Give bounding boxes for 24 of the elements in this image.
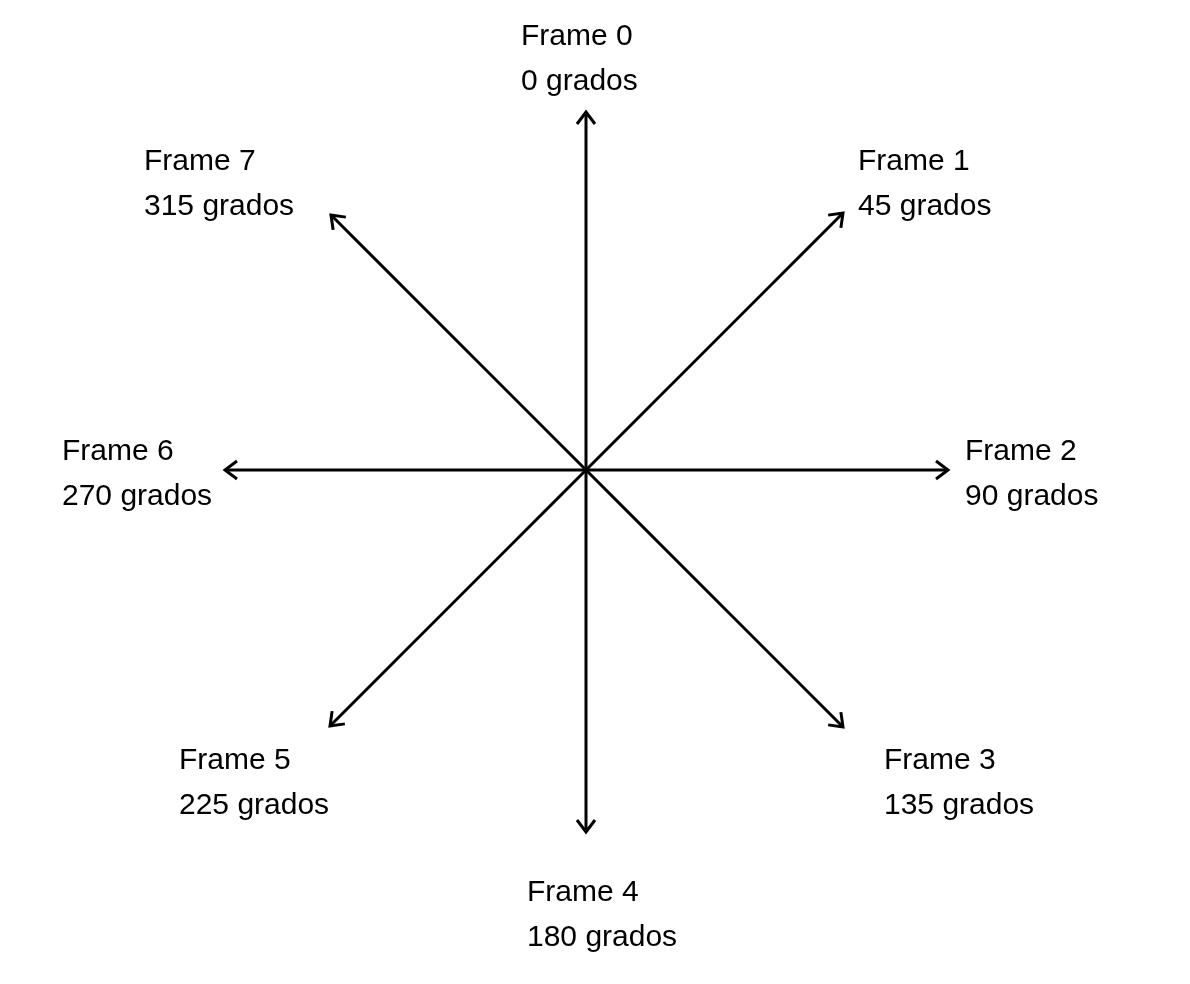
- angle-label: 270 grados: [62, 477, 213, 513]
- frame-label: Frame 0: [521, 17, 633, 53]
- angle-label: 225 grados: [179, 786, 330, 822]
- arrow: [575, 110, 597, 470]
- angle-label: 0 grados: [521, 62, 638, 98]
- arrow: [329, 213, 588, 472]
- arrow: [584, 468, 845, 729]
- arrow: [586, 459, 950, 481]
- frame-label: Frame 3: [884, 741, 996, 777]
- frame-label: Frame 2: [965, 432, 1077, 468]
- frame-label: Frame 4: [527, 873, 639, 909]
- angle-label: 45 grados: [858, 187, 992, 223]
- angle-label: 135 grados: [884, 786, 1035, 822]
- frame-label: Frame 5: [179, 741, 291, 777]
- arrow: [584, 211, 845, 472]
- frame-label: Frame 1: [858, 142, 970, 178]
- arrow: [328, 468, 588, 728]
- arrow: [223, 459, 586, 481]
- angle-label: 90 grados: [965, 477, 1099, 513]
- frame-label: Frame 7: [144, 142, 256, 178]
- frame-label: Frame 6: [62, 432, 174, 468]
- arrow: [575, 470, 597, 834]
- angle-label: 180 grados: [527, 918, 678, 954]
- angle-label: 315 grados: [144, 187, 295, 223]
